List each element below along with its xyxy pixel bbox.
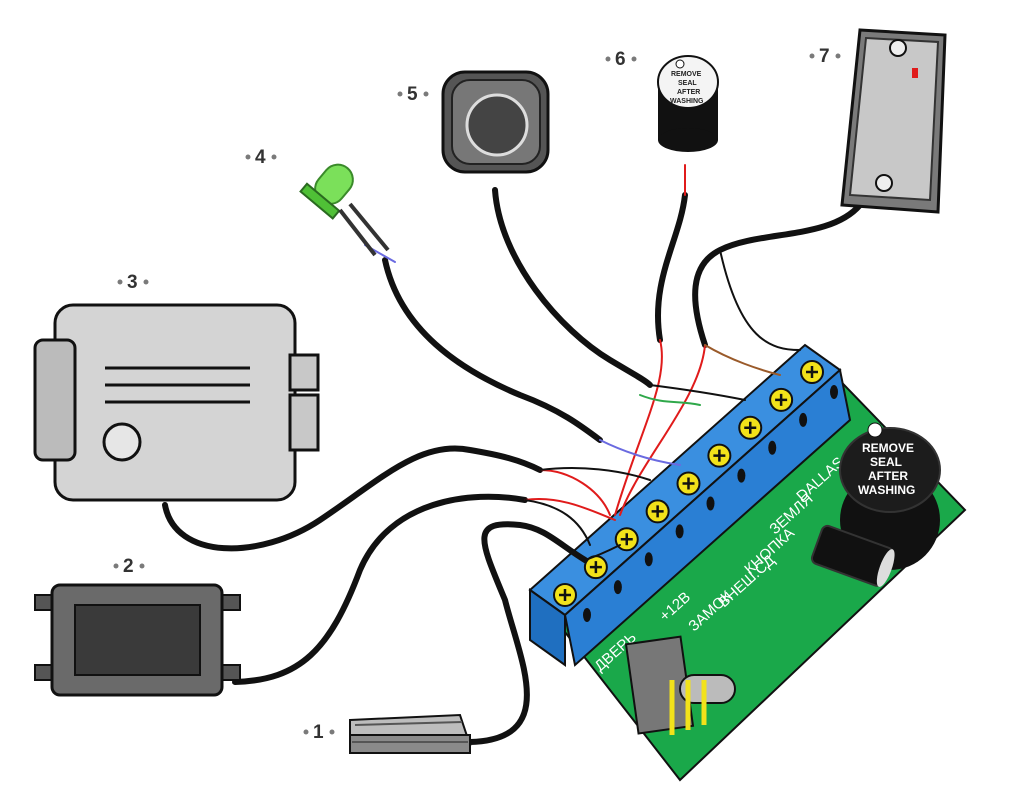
callout-number: 7 xyxy=(819,46,830,67)
black-lead xyxy=(649,384,746,401)
screw-terminal xyxy=(553,583,591,622)
callout-dot xyxy=(631,56,637,62)
green-lead xyxy=(639,394,701,406)
callout-number: 3 xyxy=(127,272,138,293)
board-buzzer-seal-line: SEAL xyxy=(870,455,902,469)
capacitor xyxy=(810,524,895,587)
callout-dot xyxy=(423,91,429,97)
board-buzzer-seal-line: REMOVE xyxy=(862,441,914,455)
black-lead xyxy=(524,499,591,546)
wires xyxy=(162,164,863,745)
callout-number: 4 xyxy=(255,147,266,168)
callout-dot xyxy=(605,56,611,62)
callout-dot xyxy=(329,729,335,735)
black-lead xyxy=(719,249,801,351)
crystal xyxy=(679,674,736,704)
callout-dot xyxy=(143,279,149,285)
callout-dot xyxy=(835,53,841,59)
callout-dot xyxy=(139,563,145,569)
screw-terminal xyxy=(645,499,684,539)
component-callouts: 1 2 3 4 5 6 7 xyxy=(113,46,841,743)
external-buzzer-seal-line: WASHING xyxy=(670,98,704,105)
led-indicator xyxy=(299,163,390,257)
callout-number: 1 xyxy=(313,722,324,743)
callout-3: 3 xyxy=(117,272,149,293)
external-buzzer-seal-line: SEAL xyxy=(678,80,697,87)
board-buzzer-seal-line: WASHING xyxy=(858,483,915,497)
buzzer-cable xyxy=(654,192,688,343)
external-buzzer: REMOVE SEAL AFTER WASHING xyxy=(657,55,719,152)
blue-lead xyxy=(599,439,681,466)
red-lead xyxy=(614,339,663,516)
external-buzzer-seal-line: AFTER xyxy=(677,89,700,96)
board-buzzer-top xyxy=(839,427,941,513)
callout-5: 5 xyxy=(397,84,429,105)
screw-terminals xyxy=(553,360,838,622)
screw-terminal xyxy=(800,360,838,399)
reader-led-indicator xyxy=(912,68,918,78)
red-lead xyxy=(539,469,611,516)
callout-dot xyxy=(117,279,123,285)
screw-terminal xyxy=(769,387,808,427)
callout-dot xyxy=(271,154,277,160)
electric-lock xyxy=(33,303,320,502)
screw-terminal xyxy=(676,471,715,511)
reed-switch-cable xyxy=(467,521,588,745)
callout-4: 4 xyxy=(245,147,277,168)
callout-2: 2 xyxy=(113,556,145,577)
reader-cable xyxy=(692,202,863,348)
callout-dot xyxy=(303,729,309,735)
callout-dot xyxy=(245,154,251,160)
key-reader xyxy=(840,28,947,214)
led-cable xyxy=(382,257,603,443)
callout-dot xyxy=(113,563,119,569)
black-lead xyxy=(584,544,621,561)
callout-dot xyxy=(809,53,815,59)
callout-number: 5 xyxy=(407,84,418,105)
power-supply-cable xyxy=(232,493,528,685)
board-buzzer-seal-line: AFTER xyxy=(868,469,908,483)
callout-number: 2 xyxy=(123,556,134,577)
callout-number: 6 xyxy=(615,49,626,70)
power-supply xyxy=(34,583,241,697)
terminal-block-side xyxy=(563,368,852,667)
lock-cylinder xyxy=(102,422,142,462)
red-lead xyxy=(619,344,706,516)
exit-button xyxy=(441,70,550,174)
callout-7: 7 xyxy=(809,46,841,67)
external-buzzer-seal-line: REMOVE xyxy=(671,71,702,78)
lock-cable xyxy=(162,445,543,552)
board-buzzer-plus-icon xyxy=(867,422,883,438)
brown-lead xyxy=(704,344,781,376)
terminal-block-front xyxy=(529,588,566,667)
callout-dot xyxy=(397,91,403,97)
red-lead xyxy=(524,498,616,521)
reed-switch xyxy=(349,713,472,754)
exit-button-cable xyxy=(492,187,653,388)
screw-terminal xyxy=(738,415,777,455)
callout-6: 6 xyxy=(605,49,637,70)
screw-terminal xyxy=(614,527,653,567)
screw-terminal xyxy=(707,443,746,483)
callout-1: 1 xyxy=(303,722,335,743)
black-lead xyxy=(539,467,651,481)
